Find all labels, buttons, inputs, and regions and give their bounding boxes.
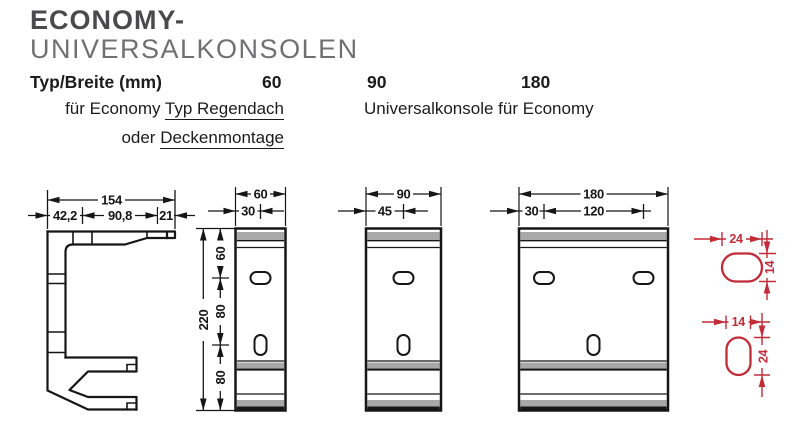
page-title-line1: ECONOMY-	[30, 5, 186, 35]
slot-detail-horizontal: 24 14	[694, 230, 778, 300]
slot-detail-vertical: 14 24	[702, 313, 771, 397]
bracket-front-view-90: 90 45	[338, 187, 443, 412]
dim-180-hole-spacing: 120	[583, 204, 604, 219]
note-economy-line1: für Economy Typ Regendach	[30, 99, 284, 120]
dim-height-top: 60	[213, 247, 228, 261]
note-regendach-underlined: Typ Regendach	[164, 99, 284, 120]
dim-slot-h-width: 24	[729, 232, 743, 246]
dim-90-width: 90	[397, 187, 411, 202]
dim-60-hole-offset: 30	[241, 204, 255, 219]
slot-vertical-180	[586, 334, 601, 356]
note-oder-prefix: oder	[121, 128, 161, 147]
dim-height-total: 220	[196, 310, 211, 331]
profile-width-dimensions: 154 42,2 90,8 21	[28, 190, 195, 229]
dim-profile-seg-left: 42,2	[53, 208, 77, 223]
note-deckenmontage-underlined: Deckenmontage	[160, 128, 284, 149]
note-economy-line2: oder Deckenmontage	[30, 128, 284, 149]
dim-slot-v-height: 24	[757, 350, 771, 364]
type-width-label: Typ/Breite (mm)	[30, 72, 162, 92]
note-universalkonsole: Universalkonsole für Economy	[364, 99, 594, 118]
width-column-180: 180	[521, 72, 551, 92]
dim-180-width: 180	[583, 187, 604, 202]
bracket-front-view-180: 180 30 120	[490, 187, 670, 412]
slot-vertical-90	[396, 334, 411, 356]
width-column-90: 90	[367, 72, 387, 92]
profile-flange-underside	[64, 236, 169, 359]
dim-60-width: 60	[254, 187, 268, 202]
dim-slot-h-height: 14	[763, 261, 777, 275]
dim-slot-v-width: 14	[732, 315, 746, 329]
profile-bottom-fork	[64, 356, 138, 411]
slot-horizontal-180-right	[632, 271, 655, 285]
profile-wall-ticks	[46, 273, 67, 354]
dim-height-mid: 80	[213, 305, 228, 319]
slot-detail-horizontal-shape	[720, 252, 764, 283]
bracket-front-view-60: 60 30	[208, 187, 287, 412]
profile-side-view	[46, 230, 177, 411]
slot-horizontal-180-left	[533, 271, 555, 285]
dim-profile-seg-right: 21	[159, 208, 173, 223]
profile-fork-tip-notches	[126, 363, 138, 411]
dim-profile-total: 154	[101, 193, 123, 208]
slot-horizontal-90	[392, 271, 415, 285]
page-title-line2: UNIVERSALKONSOLEN	[30, 34, 359, 64]
slot-vertical-60	[253, 334, 268, 356]
height-dimension-chain: 220 60 80 80	[195, 227, 236, 412]
note-economy-prefix: für Economy	[65, 99, 165, 118]
profile-outer-wall	[46, 230, 138, 411]
dim-90-hole-offset: 45	[378, 204, 392, 219]
profile-flange-ticks	[72, 230, 148, 246]
dim-profile-seg-mid: 90,8	[108, 208, 132, 223]
slot-horizontal-60	[249, 271, 272, 285]
dim-height-bottom: 80	[213, 371, 228, 385]
width-column-60: 60	[262, 72, 282, 92]
slot-detail-vertical-shape	[725, 336, 752, 377]
dim-180-hole-offset: 30	[525, 204, 539, 219]
